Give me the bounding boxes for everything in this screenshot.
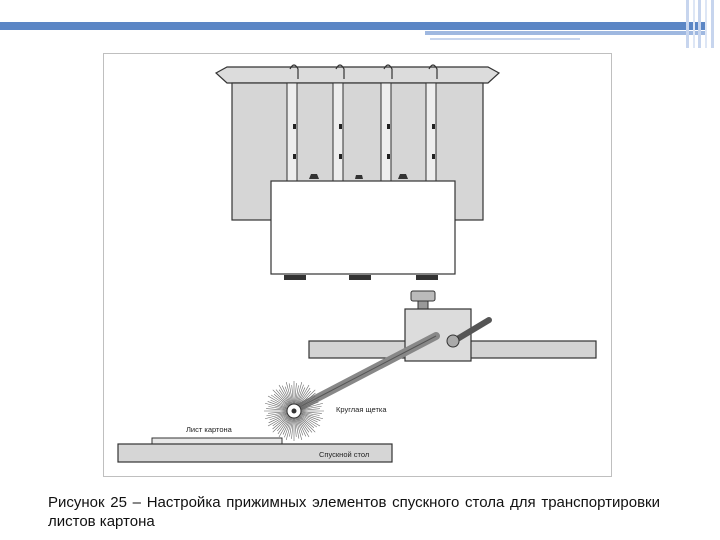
- press-mechanism-diagram: Круглая щетка Лист картона Спускной стол: [117, 64, 597, 463]
- header-band-secondary: [425, 31, 705, 35]
- clamp-1: [286, 64, 299, 197]
- top-beam: [214, 66, 501, 84]
- label-brush: Круглая щетка: [336, 405, 387, 414]
- front-cover: [270, 180, 456, 275]
- discharge-table: [117, 443, 393, 463]
- header-band-tertiary: [430, 38, 580, 40]
- clamp-3: [380, 64, 393, 197]
- clamp-2: [332, 64, 345, 197]
- corner-decoration: [686, 0, 714, 48]
- round-brush: [264, 381, 324, 441]
- cardboard-sheet: [151, 437, 283, 445]
- figure-frame: Круглая щетка Лист картона Спускной стол: [103, 53, 612, 477]
- cover-feet: [284, 275, 438, 280]
- locking-lever: [446, 317, 492, 348]
- figure-caption: Рисунок 25 – Настройка прижимных элемент…: [48, 494, 660, 530]
- header-band-primary: [0, 22, 705, 30]
- brush-arm: [292, 332, 440, 413]
- clamp-4: [425, 64, 438, 197]
- slide-header-bar: [0, 22, 720, 40]
- label-discharge-table: Спускной стол: [319, 450, 369, 459]
- clamp-knobs: [309, 174, 408, 179]
- label-cardboard-sheet: Лист картона: [186, 425, 233, 434]
